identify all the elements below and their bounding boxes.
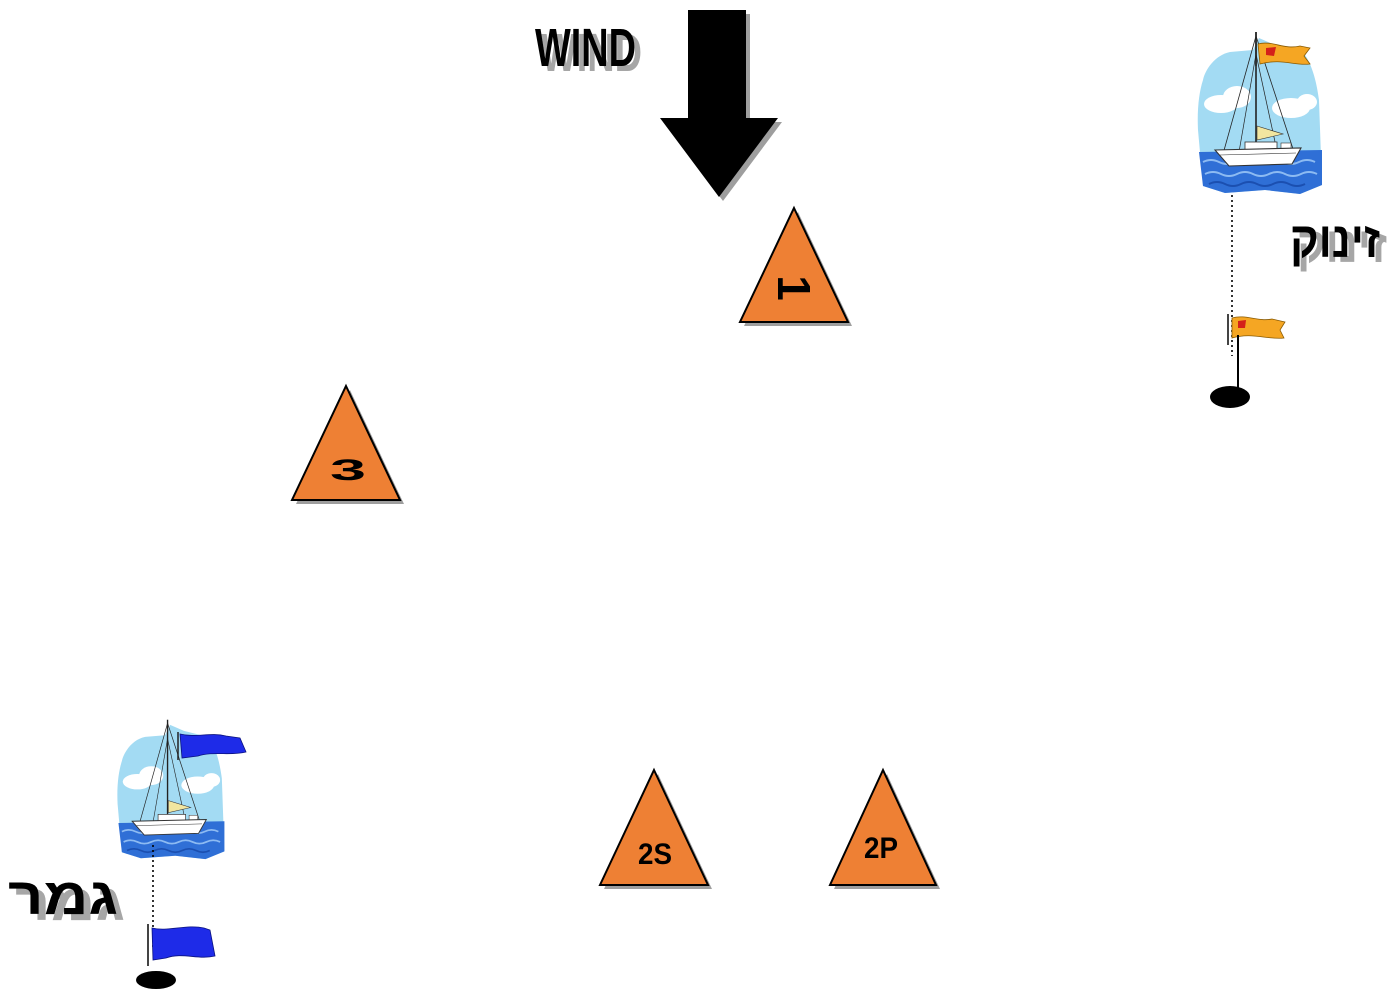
mark-label: 3 [330,454,366,487]
arrow-down-icon [660,10,782,201]
mark-3: 3 [290,383,404,504]
start-line: זינוק זינוק [1196,31,1387,408]
mark-1: 1 [738,205,852,326]
finish-label-shadow: גמר [15,874,125,932]
mark-triangle [828,767,938,886]
start-label: זינוק [1290,212,1380,268]
finish-label: גמר [8,868,118,926]
start-flag-icon [1257,42,1311,65]
mark-label: 2S [638,838,672,871]
mark-triangle [598,767,710,886]
finish-line: גמר גמר [8,718,247,989]
start-label-shadow: זינוק [1297,217,1387,273]
finish-pin-flag-icon [151,926,216,961]
finish-buoy [136,971,176,989]
mark-triangle [738,205,850,323]
mark-2s: 2S [598,767,712,889]
mark-2p: 2P [828,767,940,889]
wind-label-group: WIND WIND [535,18,642,83]
wind-label-shadow: WIND [541,23,642,83]
start-buoy [1210,386,1250,408]
mark-label: 2P [864,832,898,865]
mark-label: 1 [768,275,820,301]
finish-flag-icon [179,733,247,759]
mark-triangle [290,383,402,501]
wind-label: WIND [535,18,636,78]
